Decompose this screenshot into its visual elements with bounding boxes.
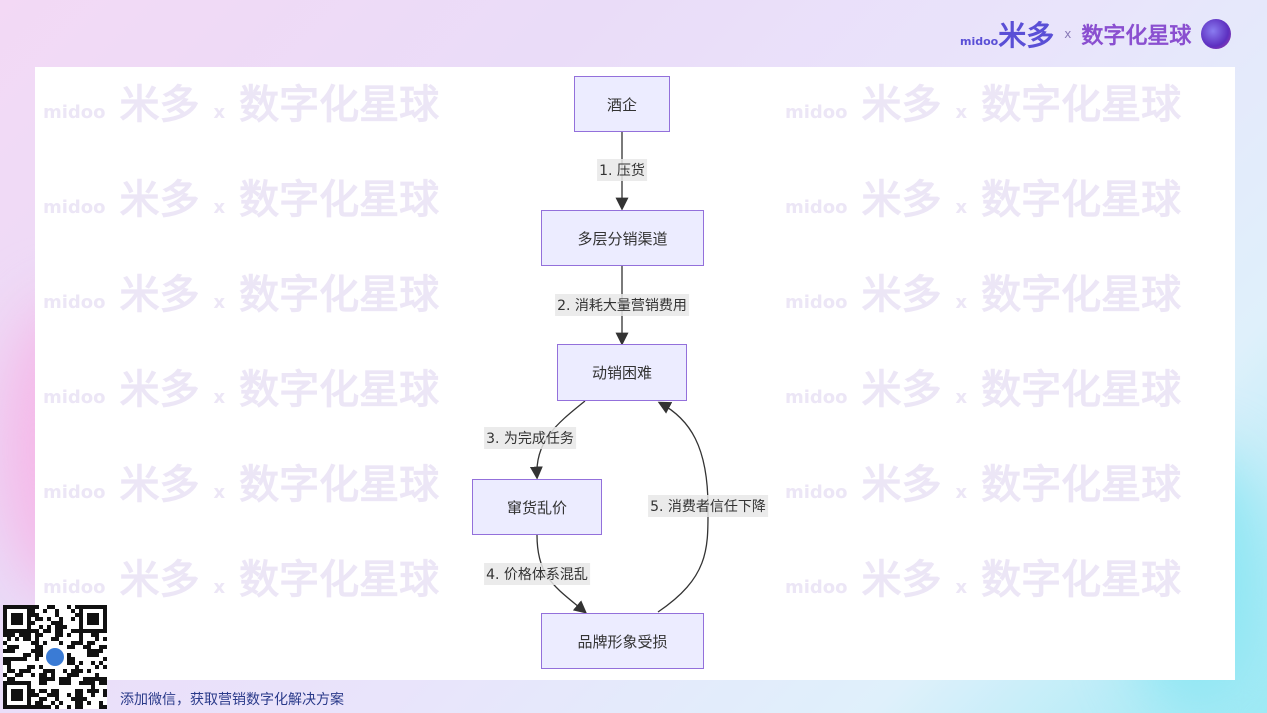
edge-label-2: 2. 消耗大量营销费用 bbox=[555, 294, 689, 316]
wechat-qr-code[interactable] bbox=[3, 605, 107, 709]
node-sales-difficulty: 动销困难 bbox=[557, 344, 687, 401]
qr-code-graphic bbox=[3, 605, 107, 709]
brand-separator: x bbox=[1064, 27, 1072, 41]
edge-label-5: 5. 消费者信任下降 bbox=[648, 495, 768, 517]
brand-logo: midoo米多 bbox=[960, 19, 1055, 52]
footer-text: 添加微信，获取营销数字化解决方案 bbox=[120, 692, 344, 708]
edge-label-4: 4. 价格体系混乱 bbox=[484, 563, 590, 585]
node-brand-damage: 品牌形象受损 bbox=[541, 613, 704, 669]
edge-label-3: 3. 为完成任务 bbox=[484, 427, 576, 449]
planet-icon bbox=[1201, 19, 1232, 49]
node-liquor-company: 酒企 bbox=[574, 76, 670, 132]
node-distribution-channel: 多层分销渠道 bbox=[541, 210, 704, 266]
edge-label-1: 1. 压货 bbox=[597, 159, 647, 181]
brand-partner: 数字化星球 bbox=[1081, 24, 1192, 49]
node-price-chaos: 窜货乱价 bbox=[472, 479, 602, 535]
brand-header: midoo米多 x 数字化星球 bbox=[960, 14, 1232, 54]
